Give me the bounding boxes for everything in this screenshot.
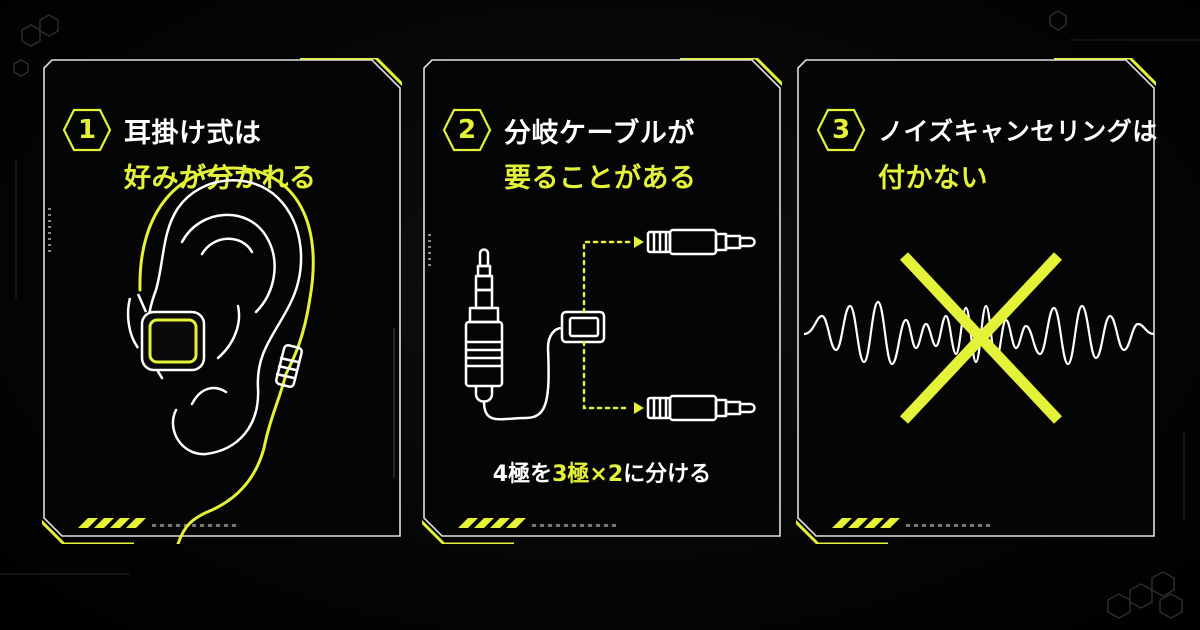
cross-mark-icon xyxy=(899,252,1063,424)
panel-frame xyxy=(796,58,1156,544)
panel-2-title-line1: 分岐ケーブルが xyxy=(504,117,695,149)
panel-2-title-line2: 要ることがある xyxy=(504,163,697,194)
panel-3: 3 ノイズキャンセリングは 付かない xyxy=(796,58,1158,544)
ear-hook-earphone-icon xyxy=(126,166,315,544)
sound-wave-icon xyxy=(803,300,1155,366)
caption-part2-highlight: 3極×2 xyxy=(552,462,624,487)
number-badge-label: 2 xyxy=(457,115,477,145)
panel-frame xyxy=(422,58,782,544)
panel-1-title-line1: 耳掛け式は xyxy=(124,117,262,149)
crossed-sound-wave-icon xyxy=(803,252,1155,424)
panel-3-title-line2: 付かない xyxy=(878,163,988,194)
number-badge: 3 xyxy=(816,108,866,152)
number-badge-label: 1 xyxy=(77,115,97,145)
panel-1: 1 耳掛け式は 好みが分かれる xyxy=(42,58,402,544)
caption-part3: に分ける xyxy=(623,462,712,487)
panel-3-title-line1: ノイズキャンセリングは xyxy=(878,117,1158,146)
panel-frame xyxy=(42,58,402,544)
panel-2-caption: 4極を3極×2に分ける xyxy=(422,456,782,488)
panel-2: 2 分岐ケーブルが 要ることがある xyxy=(422,58,782,544)
hexagon-pattern-icon xyxy=(13,10,1183,619)
number-badge: 2 xyxy=(442,108,492,152)
grid-lines xyxy=(0,39,1200,575)
number-badge: 1 xyxy=(62,108,112,152)
caption-part1: 4極を xyxy=(492,462,553,487)
number-badge-label: 3 xyxy=(831,115,851,145)
splitter-cable-icon xyxy=(464,228,756,422)
